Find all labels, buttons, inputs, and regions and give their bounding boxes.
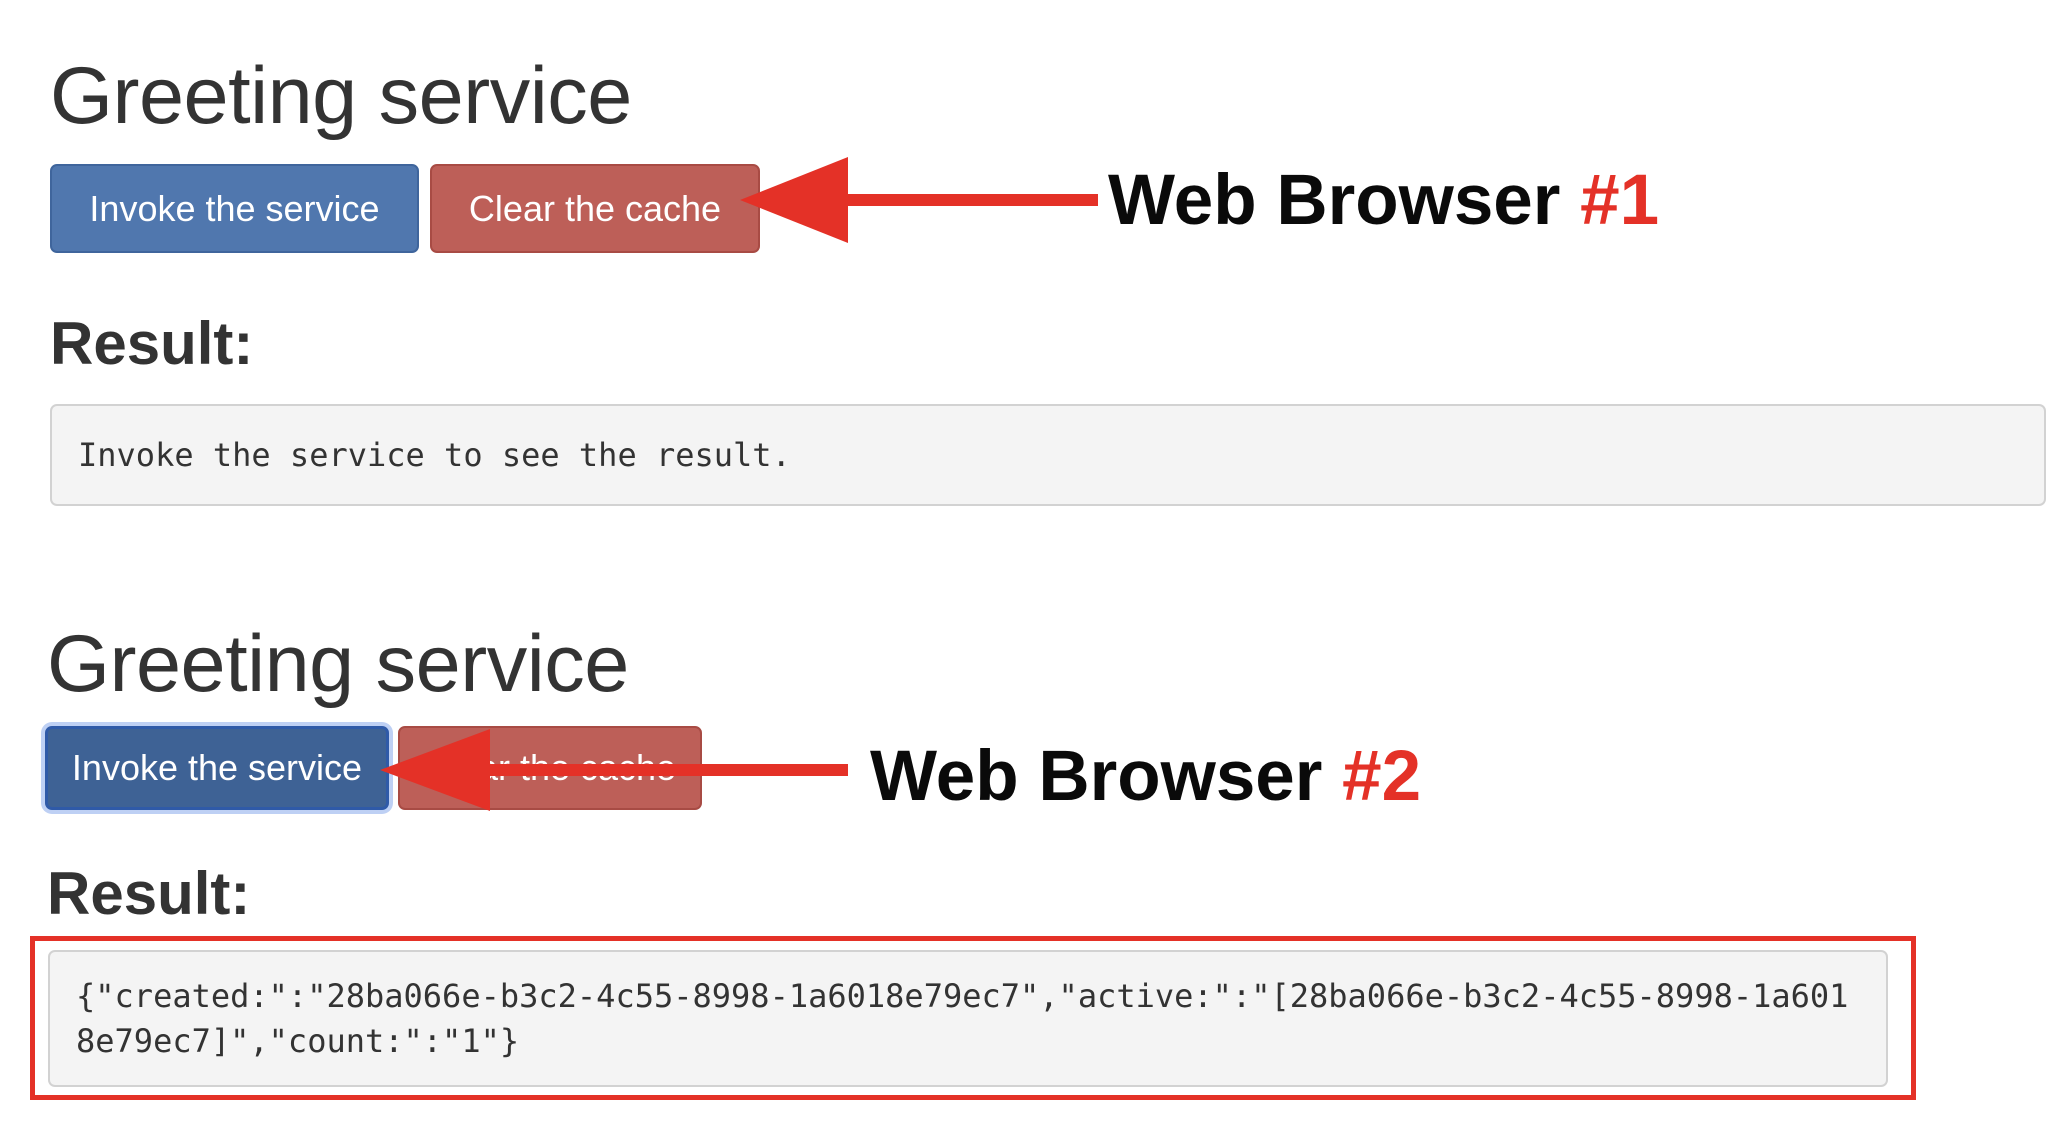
callout-label: Web Browser: [1108, 161, 1581, 240]
callout-label: Web Browser: [870, 737, 1343, 816]
result-highlight-box: [30, 936, 1916, 1100]
left-arrow-icon: [380, 729, 848, 811]
result-heading: Result:: [47, 860, 251, 927]
result-output: Invoke the service to see the result.: [50, 404, 2046, 506]
callout-number: #1: [1580, 161, 1660, 240]
left-arrow-icon: [740, 157, 1098, 243]
clear-cache-button[interactable]: Clear the cache: [430, 164, 760, 253]
page-title: Greeting service: [47, 619, 629, 709]
callout-web-browser-1: Web Browser #1: [1108, 165, 1659, 236]
page-title: Greeting service: [50, 51, 632, 141]
result-output: {"created:":"28ba066e-b3c2-4c55-8998-1a6…: [48, 950, 1888, 1087]
callout-web-browser-2: Web Browser #2: [870, 741, 1421, 812]
callout-number: #2: [1342, 737, 1422, 816]
result-heading: Result:: [50, 310, 254, 377]
invoke-service-button[interactable]: Invoke the service: [50, 164, 419, 253]
invoke-service-button[interactable]: Invoke the service: [45, 726, 389, 810]
